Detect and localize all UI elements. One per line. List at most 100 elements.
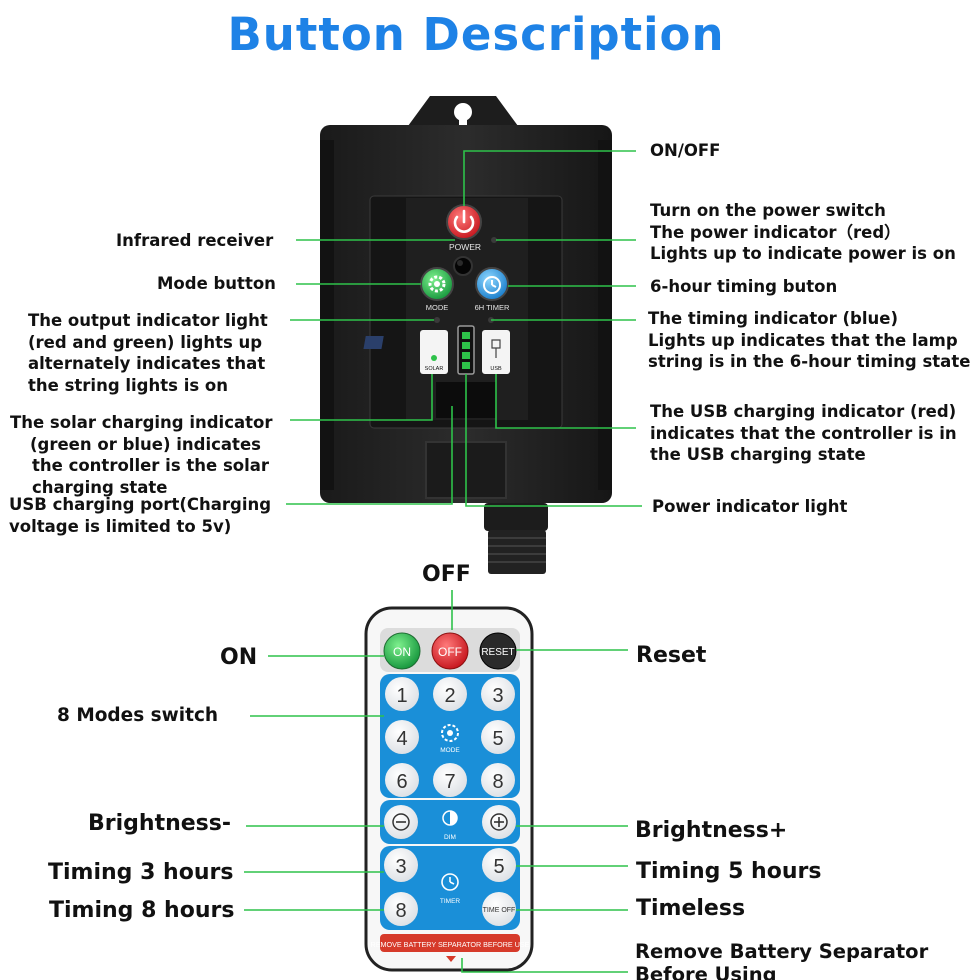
remote-timer-3-text: 3 <box>395 856 406 878</box>
remote-button-6-text: 6 <box>396 771 407 793</box>
remote-button-8-text: 8 <box>492 771 503 793</box>
label-timing-ind-line-1: The timing indicator (blue) <box>648 309 899 328</box>
remote-off-button[interactable] <box>431 632 469 670</box>
label-power-switch-line-3: Lights up to indicate power is on <box>650 244 956 263</box>
remote-timer-text: TIMER <box>440 898 461 905</box>
remote-button-4[interactable] <box>385 720 419 754</box>
remote-brightness-minus-button[interactable] <box>384 805 418 839</box>
remote-on-button[interactable] <box>383 632 421 670</box>
label-remote-reset: Reset <box>636 643 707 668</box>
usb-text: USB <box>490 366 502 372</box>
remote-timer-5-text: 5 <box>493 856 504 878</box>
remote-button-2[interactable] <box>433 677 467 711</box>
label-power-switch-line-1: Turn on the power switch <box>650 201 886 220</box>
label-mode-button: Mode button <box>157 274 276 293</box>
label-remote-timing3: Timing 3 hours <box>48 860 234 885</box>
remote-button-6[interactable] <box>385 763 419 797</box>
label-power-light: Power indicator light <box>652 497 848 516</box>
label-usb-indicator: The USB charging indicator (red) indicat… <box>650 401 957 466</box>
output-indicator-led <box>434 317 440 323</box>
remote-mode-text: MODE <box>440 747 460 754</box>
label-timing-button: 6-hour timing buton <box>650 277 838 296</box>
remote-time-off-button[interactable] <box>482 892 516 926</box>
label-remote-on: ON <box>220 645 258 670</box>
label-solar-line-3: the controller is the solar <box>32 456 270 475</box>
remote-time-off-text: TIME OFF <box>483 907 516 914</box>
label-output-line-2: (red and green) lights up <box>28 332 263 352</box>
label-usb-ind-line-2: indicates that the controller is in <box>650 423 957 443</box>
remote-timer-3-button[interactable] <box>384 848 418 882</box>
label-infrared: Infrared receiver <box>116 231 274 250</box>
remote-dim-text: DIM <box>444 834 456 841</box>
remote-button-1[interactable] <box>385 677 419 711</box>
remote-timer-8-button[interactable] <box>384 892 418 926</box>
remote-mode-icon <box>441 724 459 742</box>
remote-button-4-text: 4 <box>396 728 407 750</box>
power-text: POWER <box>449 242 481 252</box>
label-remote-brightness-minus: Brightness- <box>88 811 231 836</box>
label-solar-line-2: (green or blue) indicates <box>30 434 261 454</box>
remote-reset-text: RESET <box>481 647 514 658</box>
label-remote-battery: Remove Battery Separator Before Using <box>635 940 928 980</box>
label-remote-battery-line-1: Remove Battery Separator <box>635 940 929 963</box>
label-on-off: ON/OFF <box>650 141 721 160</box>
label-solar-indicator: The solar charging indicator (green or b… <box>10 412 300 498</box>
solar-indicator-panel <box>363 330 448 374</box>
power-indicator-led <box>491 237 497 243</box>
page-title: Button Description <box>227 8 725 61</box>
label-output-indicator: The output indicator light (red and gree… <box>28 310 268 396</box>
timer-text: 6H TIMER <box>475 303 510 312</box>
label-remote-brightness-plus: Brightness+ <box>635 818 788 843</box>
label-usb-port-line-1: USB charging port(Charging <box>9 495 272 514</box>
label-timing-ind-line-2: Lights up indicates that the lamp <box>648 330 958 350</box>
remote-button-7-text: 7 <box>444 771 455 793</box>
remote-button-3-text: 3 <box>492 685 503 707</box>
power-button[interactable] <box>446 204 482 240</box>
remote-reset-button[interactable] <box>479 632 517 670</box>
label-output-line-3: alternately indicates that <box>28 354 266 373</box>
remote-button-5-text: 5 <box>492 728 503 750</box>
label-power-switch: Turn on the power switch The power indic… <box>650 200 956 265</box>
remote-battery-tab-text: REMOVE BATTERY SEPARATOR BEFORE USE <box>371 940 530 949</box>
label-power-switch-line-2: The power indicator（red） <box>650 222 901 242</box>
controller-box <box>320 96 612 574</box>
remote-timer-5-button[interactable] <box>482 848 516 882</box>
label-usb-ind-line-1: The USB charging indicator (red) <box>650 402 957 421</box>
remote-off-text: OFF <box>438 645 462 659</box>
label-remote-off: OFF <box>422 562 471 587</box>
label-solar-line-4: charging state <box>32 477 168 497</box>
remote-button-2-text: 2 <box>444 685 455 707</box>
label-usb-port-line-2: voltage is limited to 5v) <box>9 516 232 536</box>
remote-button-7[interactable] <box>433 763 467 797</box>
infrared-receiver <box>453 256 473 276</box>
mode-button[interactable] <box>420 267 454 301</box>
remote-button-5[interactable] <box>481 720 515 754</box>
timer-button[interactable] <box>475 267 509 301</box>
remote-timer-icon <box>441 873 459 891</box>
label-usb-ind-line-3: the USB charging state <box>650 445 866 464</box>
mode-text: MODE <box>426 303 449 312</box>
label-timing-indicator: The timing indicator (blue) Lights up in… <box>648 308 970 373</box>
remote-timer-8-text: 8 <box>395 900 406 922</box>
usb-indicator-panel <box>482 330 510 374</box>
remote-button-8[interactable] <box>481 763 515 797</box>
leader-lines <box>244 150 642 973</box>
label-remote-timeless: Timeless <box>636 896 746 921</box>
label-output-line-1: The output indicator light <box>28 311 268 330</box>
remote-brightness-plus-button[interactable] <box>482 805 516 839</box>
label-remote-battery-line-2: Before Using <box>635 963 777 980</box>
label-usb-port: USB charging port(Charging voltage is li… <box>9 494 271 537</box>
label-solar-line-1: The solar charging indicator <box>10 413 273 432</box>
remote-on-text: ON <box>393 645 411 659</box>
label-timing-ind-line-3: string is in the 6-hour timing state <box>648 352 971 371</box>
label-remote-timing5: Timing 5 hours <box>636 859 822 884</box>
label-remote-timing8: Timing 8 hours <box>49 898 235 923</box>
remote-button-3[interactable] <box>481 677 515 711</box>
remote-button-1-text: 1 <box>396 685 407 707</box>
label-remote-modes: 8 Modes switch <box>57 705 219 726</box>
power-indicator-bars <box>457 325 475 375</box>
solar-text: SOLAR <box>425 366 444 372</box>
label-output-line-4: the string lights is on <box>28 375 228 395</box>
remote-dim-icon <box>442 810 458 826</box>
